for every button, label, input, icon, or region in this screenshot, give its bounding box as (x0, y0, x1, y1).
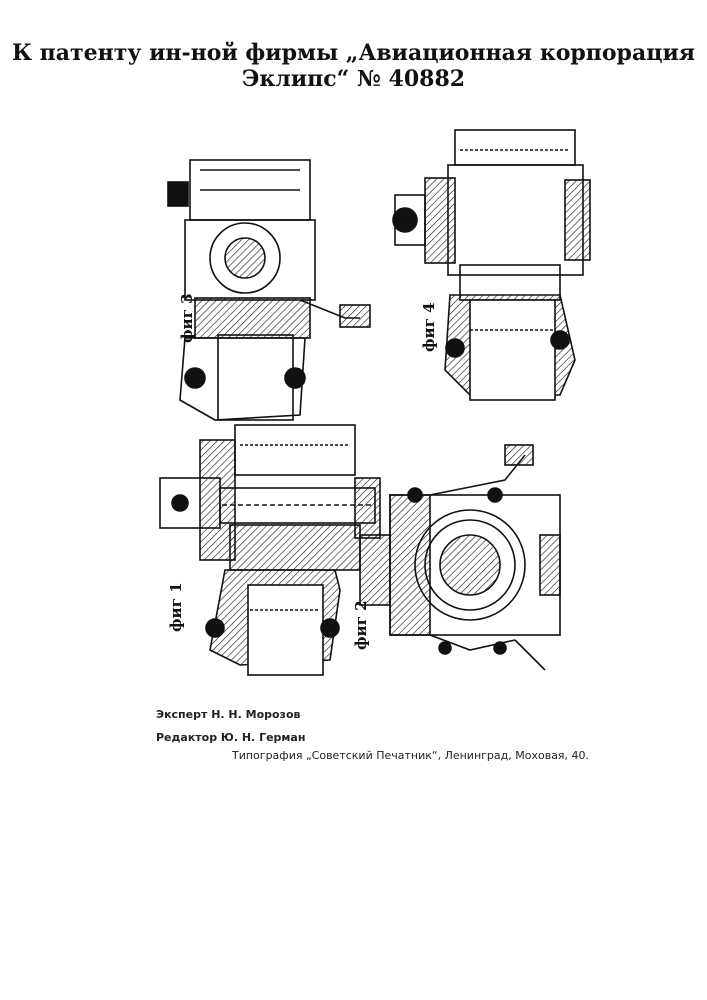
figure-4-drawing (393, 130, 590, 400)
figure-2-label: фиг 2 (352, 600, 370, 650)
editor-credit: Редактор Ю. Н. Герман (156, 731, 305, 744)
figure-3-drawing (168, 160, 370, 420)
figure-4-label: фиг 4 (420, 302, 438, 352)
figure-1-drawing (160, 425, 380, 675)
figure-3-label: фиг 3 (178, 293, 196, 343)
printer-credit: Типография „Советский Печатник“, Ленингр… (232, 749, 589, 762)
expert-credit: Эксперт Н. Н. Морозов (156, 708, 300, 721)
figure-2-drawing (360, 445, 560, 670)
figure-1-label: фиг 1 (167, 582, 185, 632)
